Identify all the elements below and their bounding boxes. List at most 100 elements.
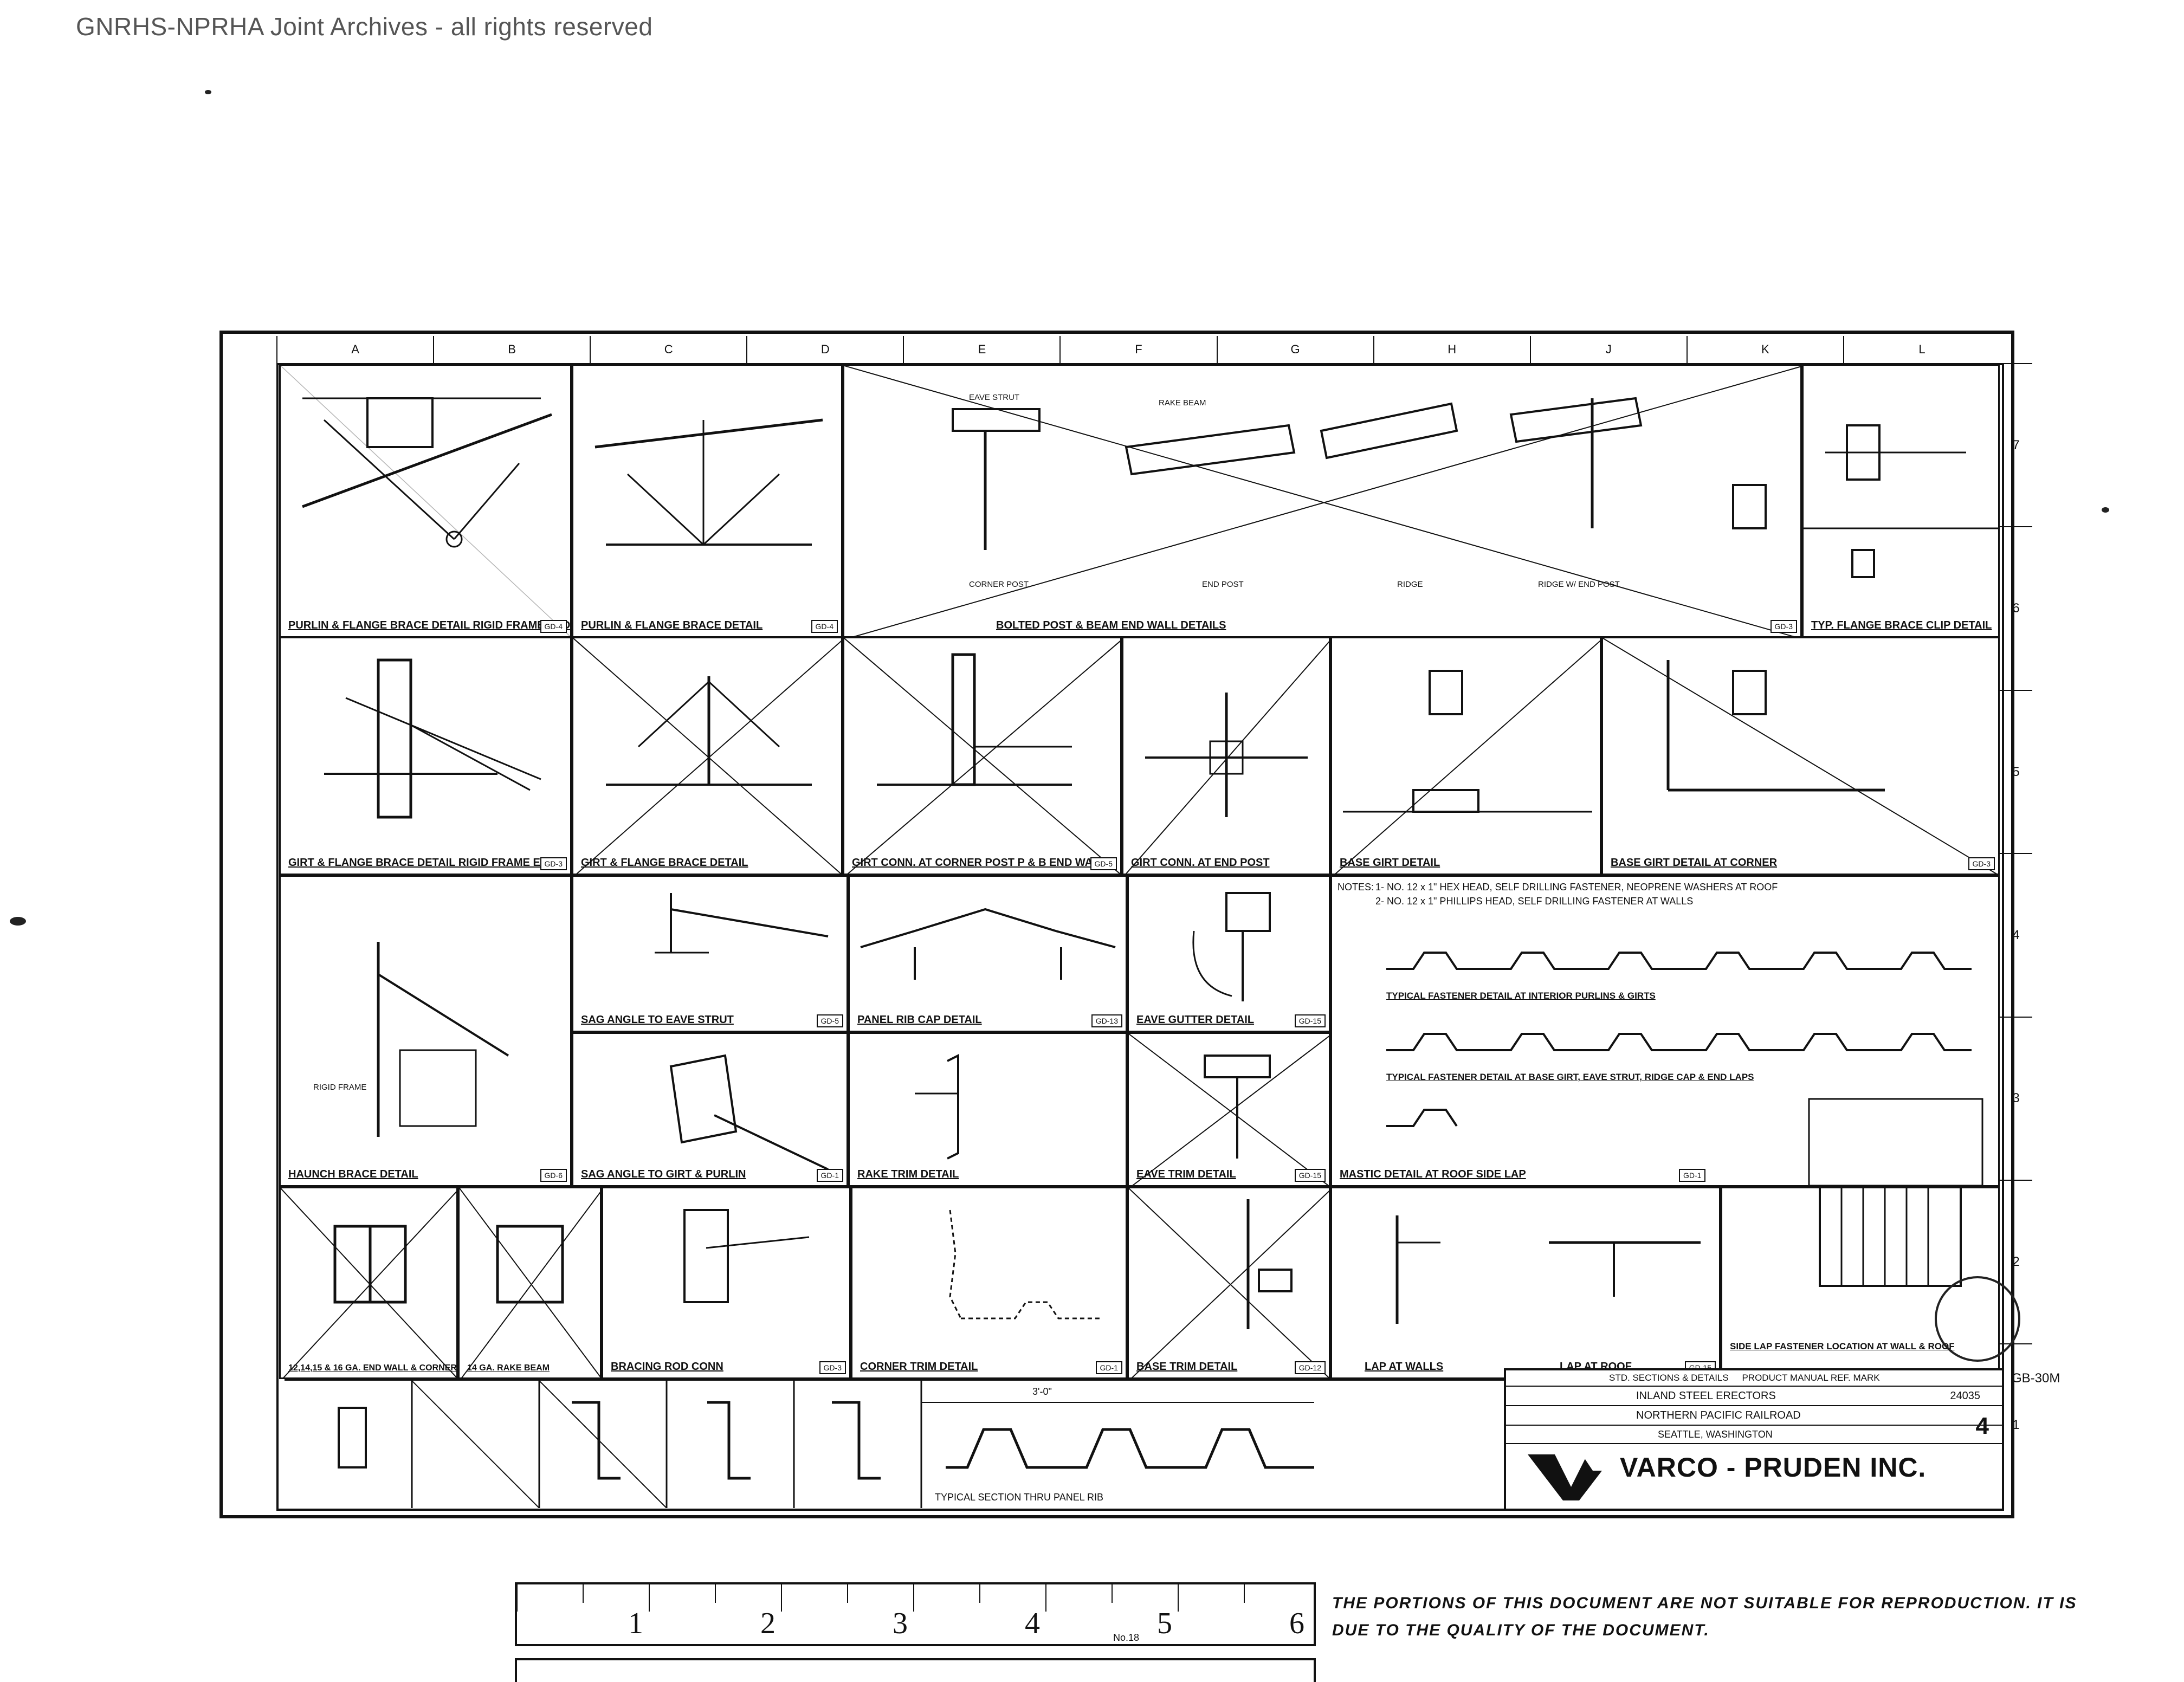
product-manual-label: PRODUCT MANUAL REF. MARK (1742, 1373, 1880, 1383)
detail-ref: GD-12 (1294, 1361, 1326, 1374)
sub-label: RIDGE W/ END POST (1538, 580, 1620, 589)
detail-drawing (377, 942, 509, 1137)
detail-drawing (949, 1209, 1102, 1319)
detail-drawing (460, 1188, 600, 1377)
fastener-title: TYPICAL FASTENER DETAIL AT BASE GIRT, EA… (1386, 1072, 1754, 1082)
grid-col: L (1843, 336, 2000, 363)
grid-col: F (1059, 336, 1216, 363)
detail-title: LAP AT WALLS (1365, 1361, 1444, 1373)
reproduction-text: THE PORTIONS OF THIS DOCUMENT ARE NOT SU… (1332, 1594, 2077, 1639)
detail-drawing (1129, 1188, 1329, 1377)
sub-label: RIGID FRAME (313, 1083, 367, 1092)
detail-title: BOLTED POST & BEAM END WALL DETAILS (996, 619, 1226, 631)
detail-title: SIDE LAP FASTENER LOCATION AT WALL & ROO… (1730, 1341, 1955, 1351)
detail-drawing (1386, 952, 1983, 1185)
detail-title: BRACING ROD CONN (611, 1361, 723, 1373)
detail-drawing (1804, 424, 1998, 578)
detail-drawing (573, 638, 841, 874)
detail-drawing (1192, 892, 1271, 1001)
detail-ref: GD-3 (540, 857, 567, 870)
detail-title: BASE TRIM DETAIL (1136, 1361, 1238, 1373)
grid-row: 5 (2000, 689, 2032, 853)
grid-col: H (1373, 336, 1530, 363)
detail-end-wall-corner-col: 12,14,15 & 16 GA. END WALL & CORNER COL. (279, 1187, 458, 1379)
project-name: NORTHERN PACIFIC RAILROAD (1636, 1409, 1801, 1421)
detail-title: 12,14,15 & 16 GA. END WALL & CORNER COL. (288, 1363, 457, 1373)
std-sections-label: STD. SECTIONS & DETAILS (1609, 1373, 1729, 1383)
detail-title: MASTIC DETAIL AT ROOF SIDE LAP (1340, 1168, 1526, 1180)
sub-label: CORNER POST (969, 580, 1029, 589)
sub-label: EAVE STRUT (969, 393, 1020, 402)
detail-drawing (1335, 640, 1600, 874)
detail-drawing (324, 658, 541, 819)
ruler-caption: No.18 (1113, 1632, 1140, 1643)
grid-col: E (903, 336, 1059, 363)
detail-ref: GD-3 (1770, 620, 1797, 633)
detail-drawing (1819, 1188, 1962, 1287)
detail-girt-flange-brace-rigid: GIRT & FLANGE BRACE DETAIL RIGID FRAME E… (279, 637, 572, 875)
grid-col: G (1216, 336, 1373, 363)
detail-title: PANEL RIB CAP DETAIL (857, 1014, 982, 1026)
detail-title: CORNER TRIM DETAIL (860, 1361, 978, 1373)
detail-eave-trim: EAVE TRIM DETAIL GD-15 (1127, 1032, 1330, 1187)
grid-col: K (1686, 336, 1843, 363)
detail-drawing (1125, 641, 1329, 874)
ruler-number: 1 (628, 1607, 643, 1640)
detail-title: HAUNCH BRACE DETAIL (288, 1168, 418, 1180)
detail-ref: GD-1 (816, 1169, 843, 1182)
project-row: NORTHERN PACIFIC RAILROAD (1506, 1406, 2002, 1426)
grid-row-labels: 7 6 5 4 3 2 1 (2000, 363, 2032, 1506)
drawing-sheet (219, 331, 2014, 1518)
scan-speck (10, 917, 26, 926)
detail-title: EAVE GUTTER DETAIL (1136, 1014, 1255, 1026)
grid-col: J (1529, 336, 1687, 363)
detail-drawing (1129, 1034, 1329, 1185)
detail-drawing (1603, 638, 1997, 874)
detail-fastener-notes: NOTES: 1- NO. 12 x 1" HEX HEAD, SELF DRI… (1330, 875, 2000, 1187)
detail-base-girt-corner: BASE GIRT DETAIL AT CORNER GD-3 (1601, 637, 2000, 875)
grid-col: D (746, 336, 903, 363)
detail-drawing (281, 366, 570, 636)
detail-drawing (669, 1054, 829, 1170)
grid-row: 7 (2000, 363, 2032, 526)
detail-drawing (683, 1209, 810, 1303)
detail-title: SAG ANGLE TO GIRT & PURLIN (581, 1168, 746, 1180)
ruler-number: 2 (760, 1607, 776, 1640)
detail-drawing (860, 908, 1116, 980)
detail-side-lap-fastener: SIDE LAP FASTENER LOCATION AT WALL & ROO… (1721, 1187, 2000, 1368)
scan-speck (2102, 507, 2109, 513)
dimension-label: 3'-0" (1032, 1386, 1052, 1397)
detail-flange-brace-clip: TYP. FLANGE BRACE CLIP DETAIL (1802, 364, 2000, 638)
grid-col: B (433, 336, 590, 363)
detail-bracing-rod-conn: BRACING ROD CONN GD-3 (602, 1187, 851, 1379)
note-line: 1- NO. 12 x 1" HEX HEAD, SELF DRILLING F… (1375, 882, 1778, 892)
section-strip: 3'-0" TYPICAL SECTION THRU PANEL RIB (285, 1379, 1504, 1509)
location-row: SEATTLE, WASHINGTON (1506, 1426, 2002, 1444)
notes-heading: NOTES: (1337, 882, 1374, 892)
detail-ref: GD-5 (816, 1014, 843, 1027)
detail-title: GIRT & FLANGE BRACE DETAIL RIGID FRAME E… (288, 857, 556, 869)
detail-ref: GD-5 (1090, 857, 1117, 870)
grid-row: 3 (2000, 1016, 2032, 1180)
scale-ruler: 1 2 3 4 5 6 No.18 (515, 1582, 1316, 1646)
detail-eave-gutter: EAVE GUTTER DETAIL GD-15 (1127, 875, 1330, 1032)
grid-row: 4 (2000, 853, 2032, 1016)
detail-ref: GD-13 (1091, 1014, 1122, 1027)
vp-logo-icon (1528, 1454, 1614, 1500)
grid-row: 1 (2000, 1343, 2032, 1506)
detail-rake-trim: RAKE TRIM DETAIL (848, 1032, 1127, 1187)
erector-name: INLAND STEEL ERECTORS (1636, 1390, 1776, 1402)
ruler-ticks (517, 1584, 1245, 1612)
detail-ref: GD-3 (1968, 857, 1995, 870)
detail-ref: GD-6 (540, 1169, 567, 1182)
detail-sag-angle-eave-strut: SAG ANGLE TO EAVE STRUT GD-5 (572, 875, 848, 1032)
erector-row: INLAND STEEL ERECTORS 24035 (1506, 1387, 2002, 1406)
grid-row: 2 (2000, 1180, 2032, 1343)
detail-laps: LAP AT WALLS LAP AT ROOF GD-15 (1330, 1187, 1721, 1379)
detail-ref: GD-4 (811, 620, 838, 633)
detail-title: GIRT CONN. AT END POST (1131, 857, 1270, 869)
title-header-row: STD. SECTIONS & DETAILS PRODUCT MANUAL R… (1506, 1370, 2002, 1387)
engineer-seal-icon (1935, 1276, 2020, 1362)
detail-title: GIRT & FLANGE BRACE DETAIL (581, 857, 748, 869)
detail-title: GIRT CONN. AT CORNER POST P & B END WALL (852, 857, 1106, 869)
